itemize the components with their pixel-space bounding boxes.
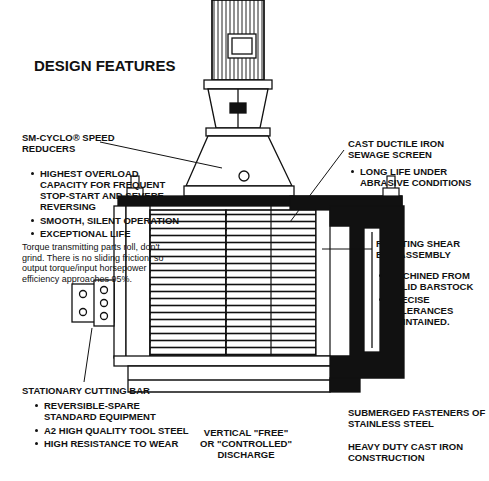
diagram-title: DESIGN FEATURES <box>34 57 175 74</box>
cutter-stack-part <box>150 210 226 356</box>
feature-bullet: HIGH RESISTANCE TO WEAR <box>44 438 204 449</box>
leader-lines-part <box>290 150 344 222</box>
base-part <box>128 366 330 392</box>
feature-bullet: EXCEPTIONAL LIFE <box>40 228 190 239</box>
stationary-cutting-bar-part <box>101 287 108 294</box>
motor-part <box>212 0 264 80</box>
housing-right-section <box>330 206 404 378</box>
housing-right-section-part <box>330 206 404 378</box>
coupling-lantern-part <box>208 89 268 128</box>
feature-bullet: REVERSIBLE-SPARE STANDARD EQUIPMENT <box>44 400 184 422</box>
stationary-cutting-bar-part <box>80 291 87 298</box>
base <box>114 356 360 392</box>
part-heading: SM-CYCLO® SPEED REDUCERS <box>22 132 117 154</box>
feature-bullet: PRECISE TOLERANCES MAINTAINED. <box>388 294 483 327</box>
sewage-screen <box>226 206 330 356</box>
fastener-bolts-part <box>383 188 399 196</box>
note-text: Torque transmitting parts roll, don't gr… <box>22 242 182 284</box>
speed-reducer-part <box>184 186 294 196</box>
speed-reducer <box>184 136 294 196</box>
part-heading: STATIONARY CUTTING BAR <box>22 385 192 396</box>
leader-lines-part <box>100 142 222 168</box>
stationary-cutting-bar-part <box>101 313 108 320</box>
base-part <box>330 378 360 392</box>
stationary-cutting-bar-part <box>72 284 114 322</box>
coupling-lantern-part <box>230 103 246 113</box>
stationary-cutting-bar-part <box>94 280 114 326</box>
cutter-stack-part <box>150 210 226 356</box>
motor-part <box>232 38 252 54</box>
part-heading: CAST DUCTILE IRON SEWAGE SCREEN <box>348 138 473 160</box>
motor <box>204 0 272 89</box>
feature-label: HEAVY DUTY CAST IRON CONSTRUCTION <box>348 441 486 463</box>
speed-reducer-part <box>186 136 292 186</box>
feature-bullet: A2 HIGH QUALITY TOOL STEEL <box>44 425 204 436</box>
stationary-cutting-bar-part <box>80 309 87 316</box>
leader-lines-part <box>322 249 372 250</box>
motor-part <box>204 80 272 89</box>
feature-label: SUBMERGED FASTENERS OF STAINLESS STEEL <box>348 407 486 429</box>
speed-reducer-part <box>239 171 249 181</box>
stationary-cutting-bar-part <box>101 300 108 307</box>
coupling-lantern-part <box>206 128 270 136</box>
motor-part <box>212 0 264 80</box>
discharge-label: VERTICAL "FREE" OR "CONTROLLED" DISCHARG… <box>196 427 296 460</box>
fastener-bolts <box>127 176 399 196</box>
part-heading: ROTATING SHEAR BAR ASSEMBLY <box>376 238 476 260</box>
base-part <box>128 379 330 380</box>
sewage-screen-part <box>270 206 271 356</box>
feature-bullet: LONG LIFE UNDER ABRASIVE CONDITIONS <box>360 166 480 188</box>
base-part <box>114 356 330 366</box>
leader-lines-part <box>84 328 92 382</box>
cutter-stack <box>150 210 226 356</box>
feature-bullet: MACHINED FROM SOLID BARSTOCK <box>388 270 483 292</box>
sewage-screen-part <box>316 210 330 356</box>
coupling-lantern <box>206 89 270 136</box>
stationary-cutting-bar <box>72 280 114 326</box>
motor-part <box>228 34 256 58</box>
feature-bullet: SMOOTH, SILENT OPERATION <box>40 215 190 226</box>
feature-bullet: HIGHEST OVERLOAD CAPACITY FOR FREQUENT S… <box>40 168 180 212</box>
